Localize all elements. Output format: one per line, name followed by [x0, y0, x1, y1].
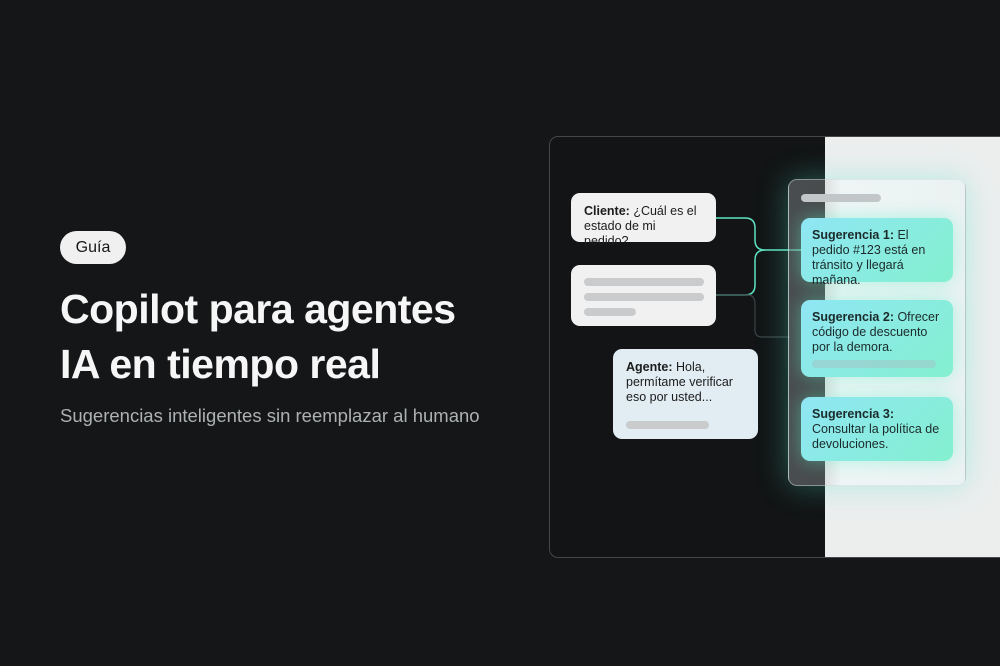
placeholder-bar: [584, 308, 636, 316]
suggestion-label: Sugerencia 3:: [812, 407, 894, 421]
placeholder-bar: [584, 278, 704, 286]
agent-text: Hola, permítame verificar eso por usted.…: [626, 360, 733, 404]
title-line-1: Copilot para agentes: [60, 286, 456, 332]
placeholder-bar: [584, 293, 704, 301]
agent-label: Agente:: [626, 360, 673, 374]
client-message: Cliente: ¿Cuál es el estado de mi pedido…: [571, 193, 716, 248]
suggestion-text: Ofrecer código de descuento por la demor…: [812, 310, 940, 354]
suggestion-card-3[interactable]: Sugerencia 3: Consultar la política de d…: [801, 397, 953, 461]
guide-badge: Guía: [60, 231, 126, 264]
suggestion-text: Consultar la política de devoluciones.: [812, 422, 940, 451]
suggestion-text: El pedido #123 está en tránsito y llegar…: [812, 228, 926, 287]
client-text: ¿Cuál es el estado de mi pedido?: [584, 204, 697, 248]
subtitle: Sugerencias inteligentes sin reemplazar …: [60, 405, 480, 426]
placeholder-bar: [812, 360, 936, 368]
suggestion-card-2[interactable]: Sugerencia 2: Ofrecer código de descuent…: [801, 300, 953, 377]
suggestion-card-1[interactable]: Sugerencia 1: El pedido #123 está en trá…: [801, 218, 953, 287]
draft-message-placeholder: [571, 265, 716, 326]
connector-draft-2: [716, 294, 790, 338]
title-line-2: IA en tiempo real: [60, 341, 381, 387]
connector-draft: [716, 249, 766, 296]
page-title: Copilot para agentes IA en tiempo real: [60, 282, 456, 392]
client-label: Cliente:: [584, 204, 630, 218]
panel-header-bar: [801, 194, 881, 202]
connector-client: [716, 217, 805, 251]
suggestion-label: Sugerencia 1:: [812, 228, 894, 242]
suggestion-label: Sugerencia 2:: [812, 310, 894, 324]
agent-message: Agente: Hola, permítame verificar eso po…: [613, 349, 758, 439]
placeholder-bar: [626, 421, 709, 429]
